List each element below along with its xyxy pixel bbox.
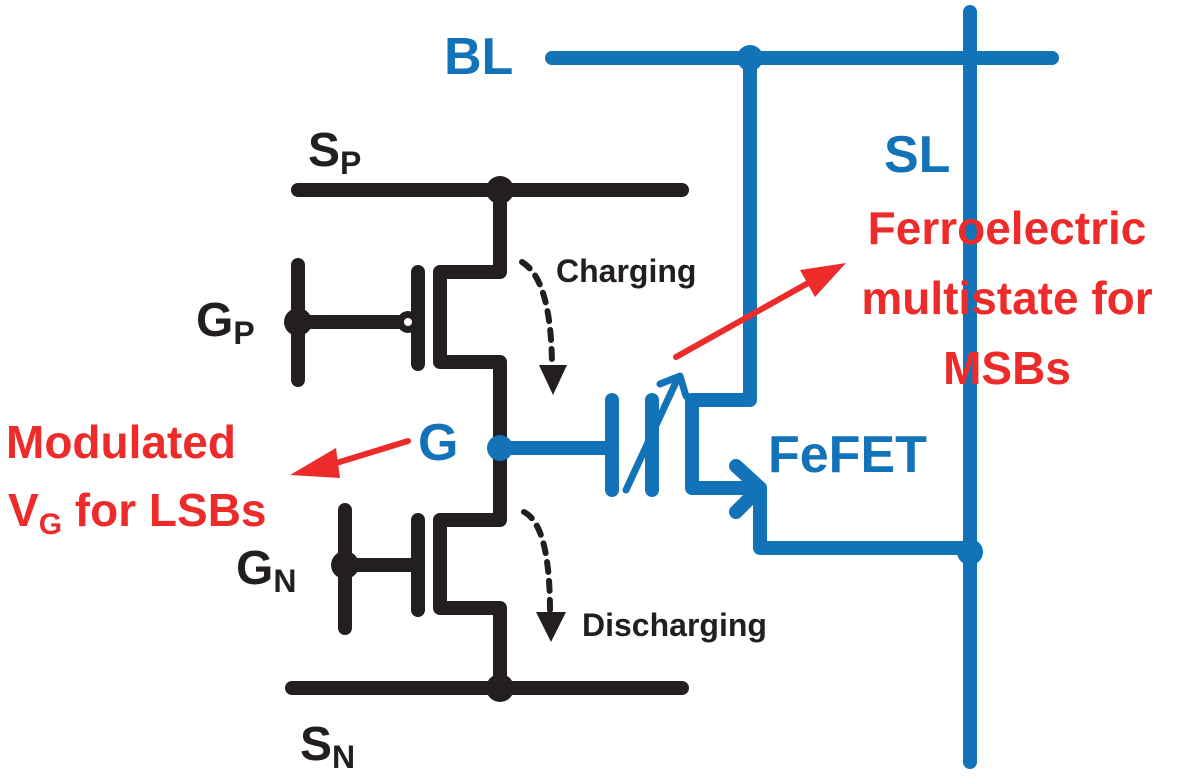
nmos-channel [433,441,507,695]
sp-junction-dot [486,176,514,204]
ferroelectric-diagonal-icon [622,372,690,494]
gn-junction-dot [331,551,359,579]
lsb-annotation-line2: VG for LSBs [8,484,267,541]
sp-label-sub: P [340,145,361,181]
gn-label-sub: N [273,563,296,599]
g-label: G [418,414,458,472]
lsb-annotation-rest: for LSBs [62,484,266,536]
charging-arrow-icon [519,259,567,395]
g-junction-dot [487,435,513,461]
fefet-source-arrow-icon [729,459,767,519]
discharging-arrow-icon [521,509,566,642]
pmos-channel [433,183,507,447]
pmos-bubble-hole [404,318,412,326]
lsb-vg-main: V [8,484,39,536]
sp-label-main: S [308,124,340,177]
bl-junction-dot [737,45,763,71]
gp-label-sub: P [233,315,254,351]
lsb-annotation-line1: Modulated [6,416,236,468]
fefet-network [493,5,1059,769]
bl-label: BL [444,28,513,86]
sn-label: SN [300,718,355,775]
charging-label: Charging [556,253,696,289]
gn-label-main: G [236,542,273,595]
sn-label-main: S [300,718,332,771]
gp-junction-dot [284,308,312,336]
gn-label: GN [236,542,296,599]
sl-label: SL [884,126,950,184]
fefet-drain-path [685,51,757,407]
gp-label: GP [196,294,255,351]
gp-label-main: G [196,294,233,347]
discharging-label: Discharging [582,607,767,643]
lsb-vg-sub: G [39,508,62,541]
msb-arrow-icon [673,263,846,360]
sp-label: SP [308,124,361,181]
msb-annotation-line2: multistate for [861,272,1152,324]
msb-annotation-line1: Ferroelectric [868,202,1147,254]
fefet-label: FeFET [768,426,927,484]
sn-label-sub: N [332,739,355,775]
sl-junction-dot [957,539,983,565]
sn-junction-dot [486,674,514,702]
lsb-arrow-icon [290,438,411,478]
msb-annotation-line3: MSBs [943,342,1071,394]
